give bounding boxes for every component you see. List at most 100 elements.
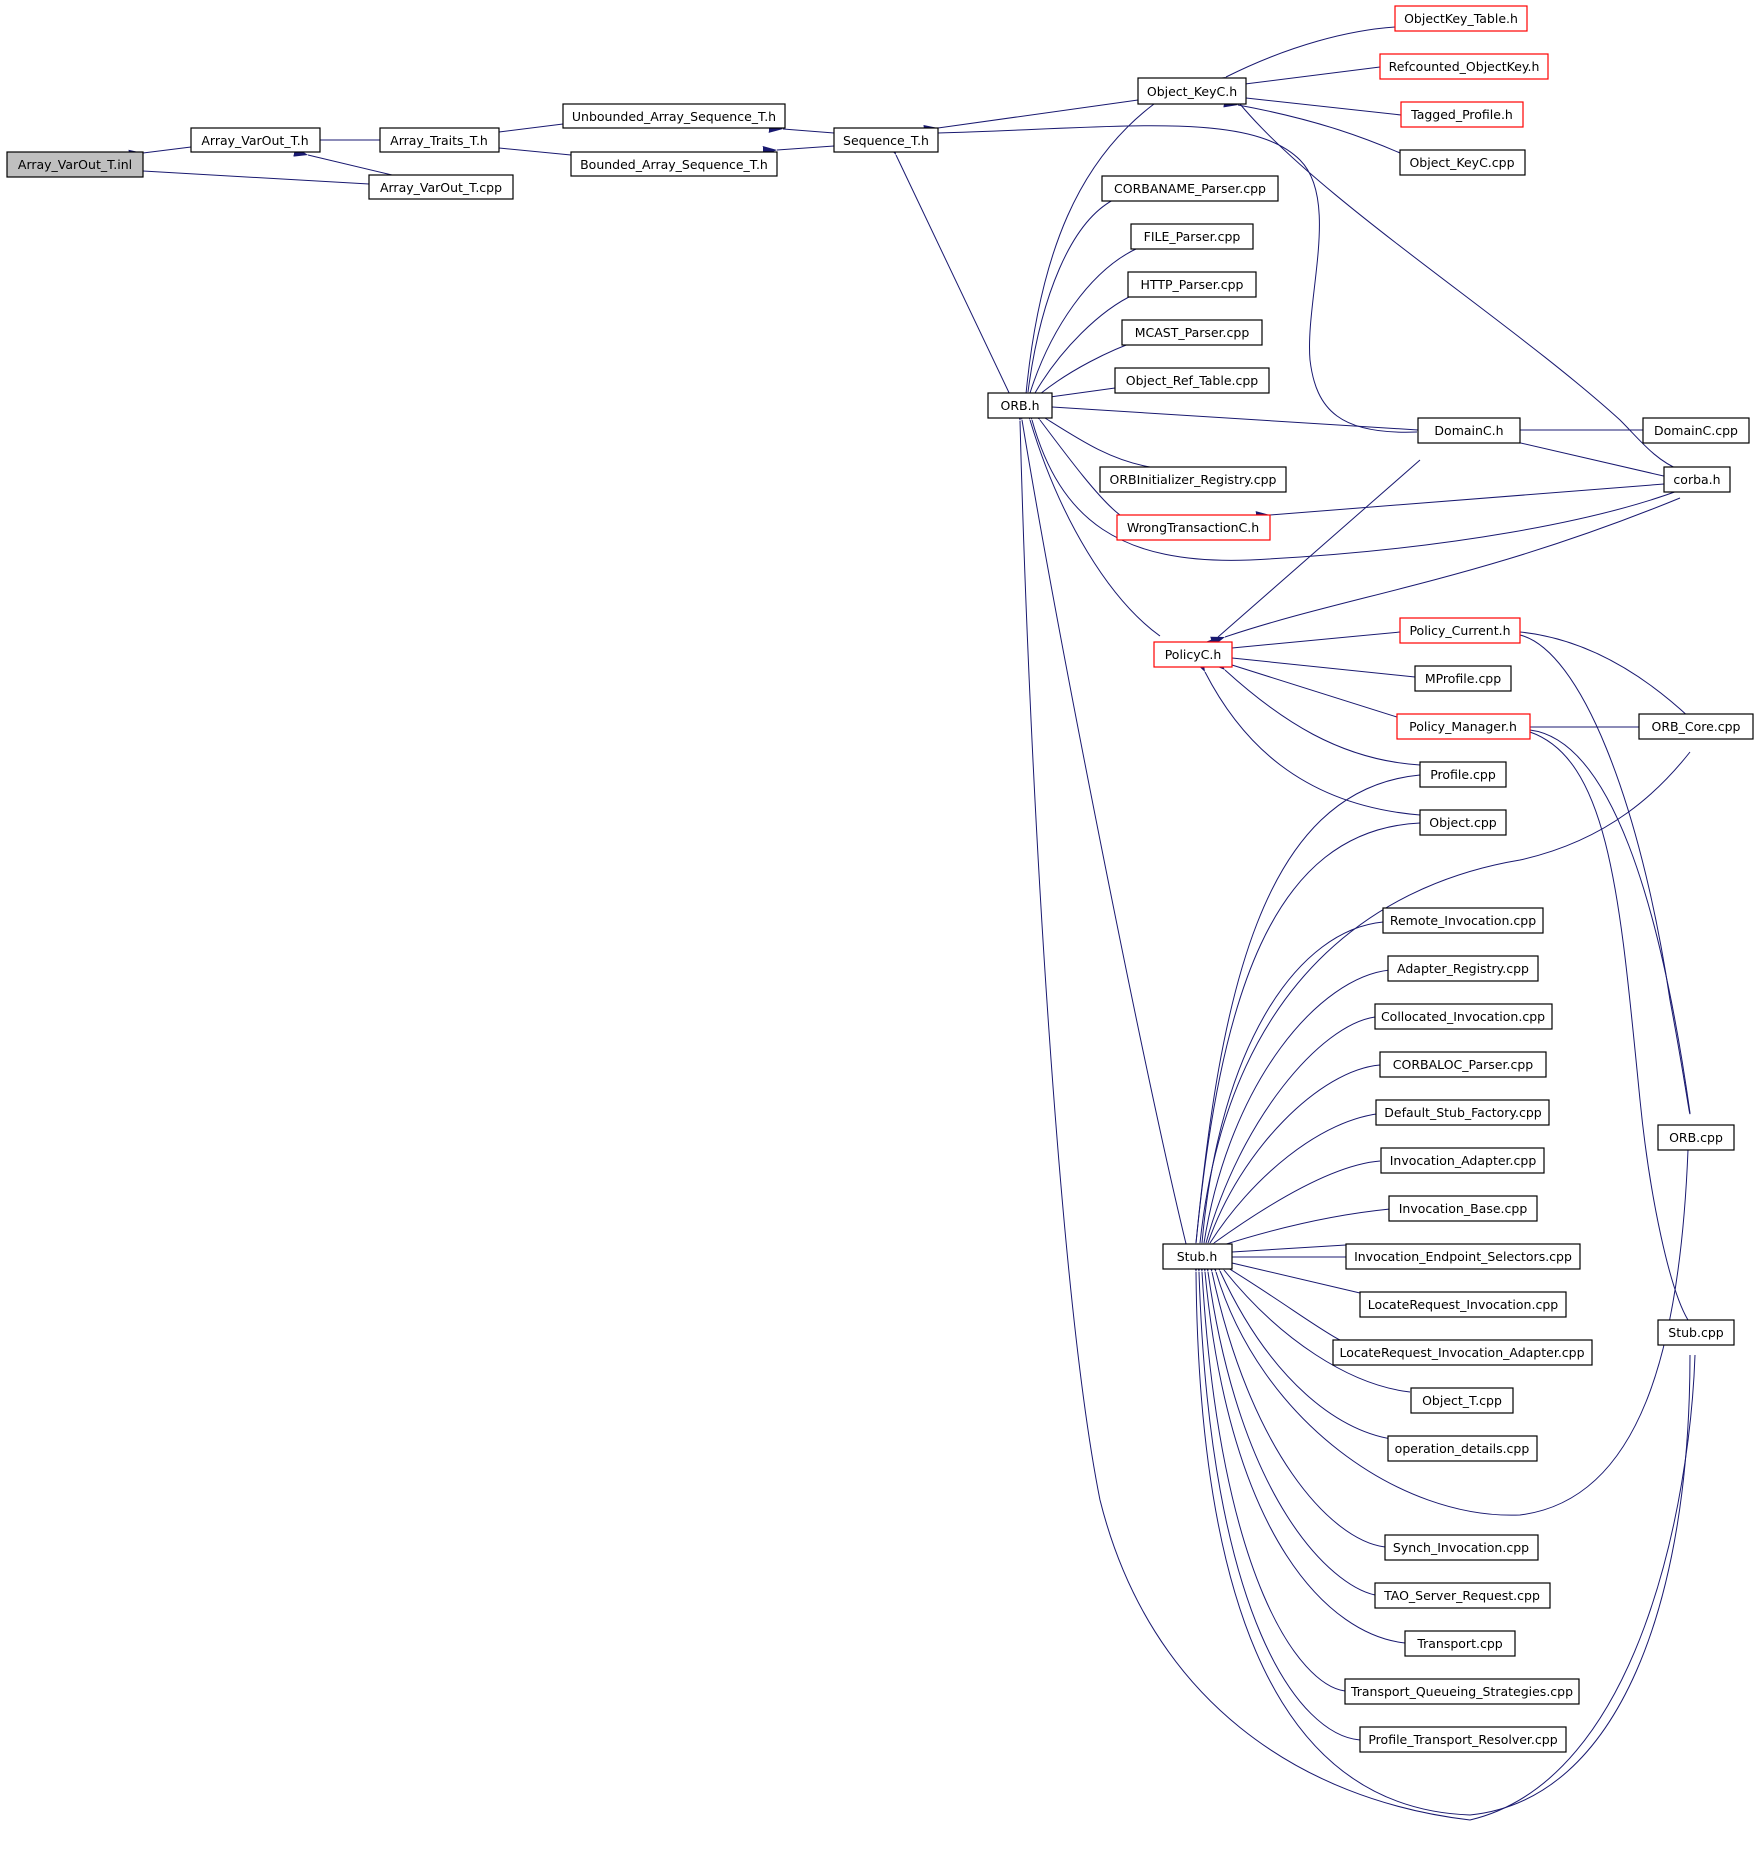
edge	[128, 146, 192, 160]
node-array-traits-t-h[interactable]: Array_Traits_T.h	[379, 127, 500, 153]
node-policy-current-h[interactable]: Policy_Current.h	[1399, 617, 1521, 644]
node-remote-invocation-cpp[interactable]: Remote_Invocation.cpp	[1382, 907, 1544, 934]
edge	[1209, 1256, 1401, 1441]
node-policyc-h[interactable]: PolicyC.h	[1153, 641, 1233, 668]
node-policy-manager-h[interactable]: Policy_Manager.h	[1396, 713, 1531, 740]
node-domainc-h[interactable]: DomainC.h	[1417, 417, 1521, 444]
node-bounded-array-sequence-t-h[interactable]: Bounded_Array_Sequence_T.h	[570, 151, 778, 177]
node-array-varout-t-h[interactable]: Array_VarOut_T.h	[190, 127, 321, 153]
edge	[484, 141, 572, 156]
node-orb-cpp[interactable]: ORB.cpp	[1657, 1124, 1735, 1151]
svg-text:DomainC.cpp: DomainC.cpp	[1654, 423, 1738, 438]
node-locaterequest-invocation-cpp[interactable]: LocateRequest_Invocation.cpp	[1359, 1291, 1567, 1318]
edge	[1189, 822, 1421, 1258]
node-transport-cpp[interactable]: Transport.cpp	[1404, 1630, 1516, 1657]
svg-text:Bounded_Array_Sequence_T.h: Bounded_Array_Sequence_T.h	[580, 157, 768, 172]
svg-text:CORBALOC_Parser.cpp: CORBALOC_Parser.cpp	[1393, 1057, 1533, 1072]
svg-text:CORBANAME_Parser.cpp: CORBANAME_Parser.cpp	[1114, 181, 1266, 196]
edge	[1497, 432, 1669, 478]
node-collocated-invocation-cpp[interactable]: Collocated_Invocation.cpp	[1374, 1003, 1553, 1030]
node-array-varout-t-cpp[interactable]: Array_VarOut_T.cpp	[368, 174, 514, 200]
node-object-ref-table-cpp[interactable]: Object_Ref_Table.cpp	[1114, 367, 1270, 394]
svg-text:Array_VarOut_T.inl: Array_VarOut_T.inl	[18, 157, 132, 172]
node-invocation-adapter-cpp[interactable]: Invocation_Adapter.cpp	[1380, 1147, 1545, 1174]
node-tagged-profile-h[interactable]: Tagged_Profile.h	[1400, 101, 1524, 128]
node-corbaname-parser-cpp[interactable]: CORBANAME_Parser.cpp	[1101, 175, 1279, 202]
svg-text:Refcounted_ObjectKey.h: Refcounted_ObjectKey.h	[1389, 59, 1540, 74]
node-object-keyc-cpp[interactable]: Object_KeyC.cpp	[1399, 149, 1526, 176]
node-default-stub-factory-cpp[interactable]: Default_Stub_Factory.cpp	[1375, 1099, 1550, 1126]
edge	[768, 122, 835, 134]
node-object-keyc-h[interactable]: Object_KeyC.h	[1137, 77, 1247, 105]
svg-text:Transport.cpp: Transport.cpp	[1416, 1636, 1502, 1651]
edge	[1231, 91, 1402, 116]
svg-text:ObjectKey_Table.h: ObjectKey_Table.h	[1404, 11, 1518, 26]
edge	[1217, 651, 1416, 678]
node-tao-server-request-cpp[interactable]: TAO_Server_Request.cpp	[1374, 1582, 1551, 1609]
node-file-parser-cpp[interactable]: FILE_Parser.cpp	[1130, 223, 1254, 250]
node-invocation-base-cpp[interactable]: Invocation_Base.cpp	[1388, 1195, 1538, 1222]
node-sequence-t-h[interactable]: Sequence_T.h	[833, 127, 939, 153]
node-objectkey-table-h[interactable]: ObjectKey_Table.h	[1394, 5, 1528, 32]
node-wrongtransactionc-h[interactable]: WrongTransactionC.h	[1116, 514, 1271, 541]
node-profile-transport-resolver-cpp[interactable]: Profile_Transport_Resolver.cpp	[1359, 1726, 1567, 1753]
node-adapter-registry-cpp[interactable]: Adapter_Registry.cpp	[1387, 955, 1539, 982]
node-transport-queueing-strategies-cpp[interactable]: Transport_Queueing_Strategies.cpp	[1344, 1678, 1580, 1705]
node-invocation-endpoint-selectors-cpp[interactable]: Invocation_Endpoint_Selectors.cpp	[1345, 1243, 1581, 1270]
node-synch-invocation-cpp[interactable]: Synch_Invocation.cpp	[1384, 1534, 1539, 1561]
svg-text:ORBInitializer_Registry.cpp: ORBInitializer_Registry.cpp	[1110, 472, 1277, 487]
node-profile-cpp[interactable]: Profile.cpp	[1419, 761, 1507, 788]
node-http-parser-cpp[interactable]: HTTP_Parser.cpp	[1127, 271, 1257, 298]
edge	[1030, 406, 1151, 468]
svg-text:corba.h: corba.h	[1673, 472, 1720, 487]
node-mcast-parser-cpp[interactable]: MCAST_Parser.cpp	[1121, 319, 1263, 346]
svg-text:Object.cpp: Object.cpp	[1429, 815, 1496, 830]
edge	[923, 99, 1139, 135]
node-unbounded-array-sequence-t-h[interactable]: Unbounded_Array_Sequence_T.h	[562, 103, 786, 129]
svg-text:PolicyC.h: PolicyC.h	[1165, 647, 1222, 662]
node-orb-core-cpp[interactable]: ORB_Core.cpp	[1638, 713, 1754, 740]
node-stub-cpp[interactable]: Stub.cpp	[1657, 1319, 1735, 1346]
edge	[1213, 1256, 1341, 1341]
svg-text:Invocation_Base.cpp: Invocation_Base.cpp	[1399, 1201, 1528, 1216]
edge	[1204, 1257, 1386, 1548]
edge	[1217, 1244, 1347, 1258]
edge	[1227, 90, 1681, 471]
node-array-varout-t-inl[interactable]: Array_VarOut_T.inl	[6, 151, 144, 178]
node-corba-h[interactable]: corba.h	[1663, 466, 1731, 493]
node-corbaloc-parser-cpp[interactable]: CORBALOC_Parser.cpp	[1379, 1051, 1547, 1078]
edge	[1255, 483, 1665, 522]
edge	[1021, 197, 1118, 407]
svg-text:operation_details.cpp: operation_details.cpp	[1395, 1441, 1530, 1456]
svg-text:Policy_Current.h: Policy_Current.h	[1409, 623, 1510, 638]
node-operation-details-cpp[interactable]: operation_details.cpp	[1387, 1435, 1538, 1462]
edge	[1198, 1064, 1381, 1258]
node-orbinitializer-registry-cpp[interactable]: ORBInitializer_Registry.cpp	[1099, 466, 1287, 493]
edge	[1505, 626, 1691, 1115]
node-orb-h[interactable]: ORB.h	[987, 392, 1053, 419]
edge	[1515, 722, 1689, 1321]
node-stub-h[interactable]: Stub.h	[1162, 1243, 1233, 1270]
node-refcounted-objectkey-h[interactable]: Refcounted_ObjectKey.h	[1379, 53, 1549, 80]
edge	[1201, 1257, 1376, 1596]
svg-text:Array_VarOut_T.h: Array_VarOut_T.h	[201, 133, 308, 148]
node-locaterequest-invocation-adapter-cpp[interactable]: LocateRequest_Invocation_Adapter.cpp	[1332, 1339, 1593, 1366]
edge	[1196, 969, 1391, 1258]
svg-text:HTTP_Parser.cpp: HTTP_Parser.cpp	[1141, 277, 1244, 292]
edge	[1204, 459, 1421, 650]
svg-text:MCAST_Parser.cpp: MCAST_Parser.cpp	[1135, 325, 1250, 340]
svg-text:WrongTransactionC.h: WrongTransactionC.h	[1127, 520, 1259, 535]
edges	[128, 26, 1696, 1821]
svg-text:Object_T.cpp: Object_T.cpp	[1422, 1393, 1502, 1408]
node-domainc-cpp[interactable]: DomainC.cpp	[1642, 417, 1750, 444]
edge	[1210, 497, 1681, 647]
svg-text:ORB_Core.cpp: ORB_Core.cpp	[1652, 719, 1741, 734]
node-object-cpp[interactable]: Object.cpp	[1419, 809, 1507, 836]
svg-text:ORB.cpp: ORB.cpp	[1669, 1130, 1723, 1145]
svg-text:Array_VarOut_T.cpp: Array_VarOut_T.cpp	[380, 180, 502, 195]
node-object-t-cpp[interactable]: Object_T.cpp	[1410, 1387, 1514, 1414]
node-mprofile-cpp[interactable]: MProfile.cpp	[1414, 665, 1512, 692]
edge	[1196, 1257, 1346, 1692]
svg-text:Object_KeyC.h: Object_KeyC.h	[1147, 84, 1237, 99]
edge	[1023, 405, 1681, 561]
